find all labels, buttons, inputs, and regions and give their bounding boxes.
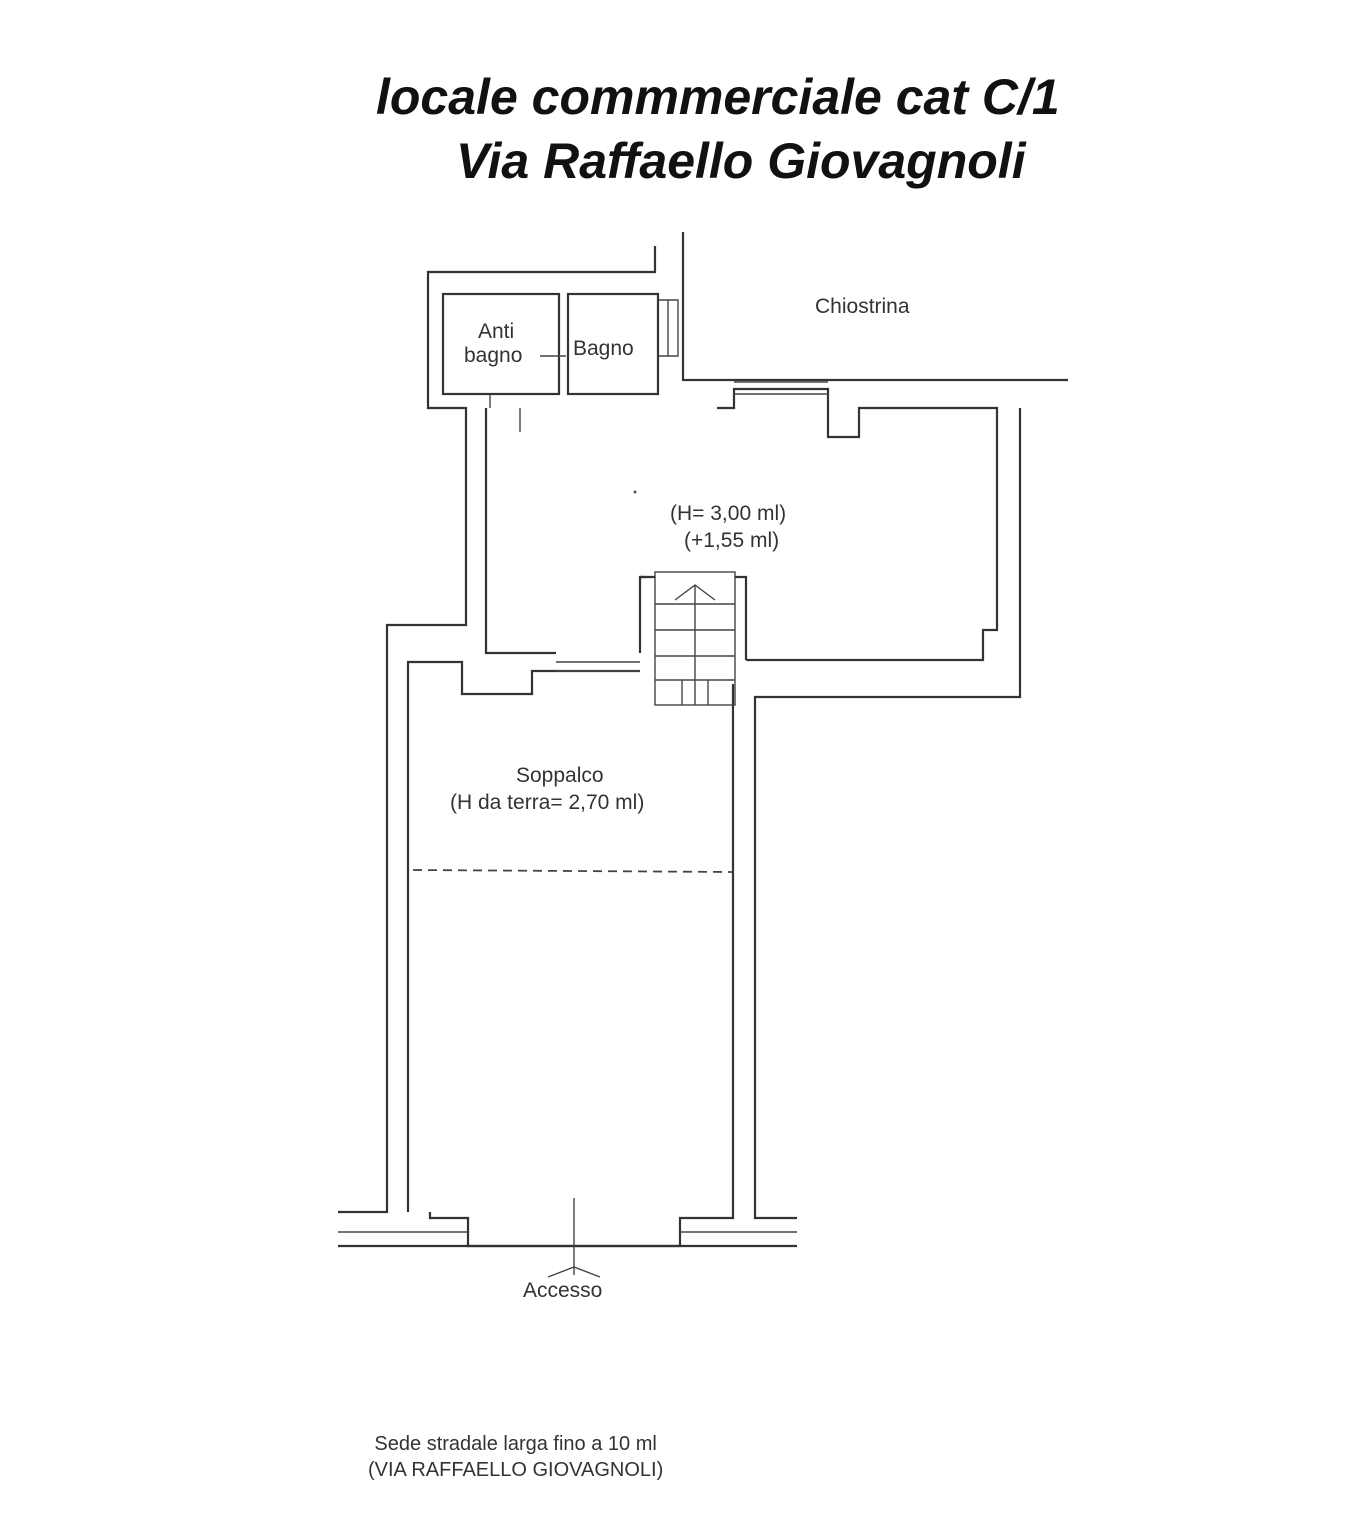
stair — [640, 571, 748, 706]
label-antibagno-2: bagno — [464, 344, 522, 367]
bagno-window — [658, 299, 679, 357]
plan-title-line2: Via Raffaello Giovagnoli — [456, 133, 1026, 189]
label-soppalco-height: (H da terra= 2,70 ml) — [450, 791, 644, 814]
soppalco-wall — [406, 660, 640, 1212]
street-note-line2: (VIA RAFFAELLO GIOVAGNOLI) — [368, 1459, 664, 1481]
access-arrow — [547, 1198, 601, 1278]
bagno-room — [566, 292, 660, 396]
label-bagno: Bagno — [573, 337, 634, 360]
inner-wall-left-2 — [638, 575, 646, 653]
label-antibagno-1: Anti — [478, 320, 514, 343]
label-soppalco: Soppalco — [516, 764, 604, 787]
plan-title-line1: locale commmerciale cat C/1 — [376, 69, 1060, 125]
antibagno-room — [441, 292, 561, 396]
street-note-line1: Sede stradale larga fino a 10 ml — [374, 1433, 657, 1455]
street-note: Sede stradale larga fino a 10 ml (VIA RA… — [368, 1431, 663, 1483]
right-outer-wall — [753, 408, 1022, 1220]
label-accesso: Accesso — [523, 1279, 602, 1302]
outer-wall — [338, 246, 657, 1214]
inner-wall-left — [484, 408, 556, 655]
chiostrina-window — [734, 381, 828, 395]
label-main-height: (H= 3,00 ml) — [670, 502, 786, 525]
inner-window — [556, 661, 640, 672]
plan-dot — [633, 490, 637, 494]
soppalco-edge — [412, 869, 734, 873]
antibagno-door — [489, 355, 566, 432]
label-main-height-extra: (+1,55 ml) — [684, 529, 779, 552]
outer-wall-right — [681, 232, 1068, 382]
label-chiostrina: Chiostrina — [815, 295, 910, 318]
inner-wall-top — [717, 387, 999, 662]
